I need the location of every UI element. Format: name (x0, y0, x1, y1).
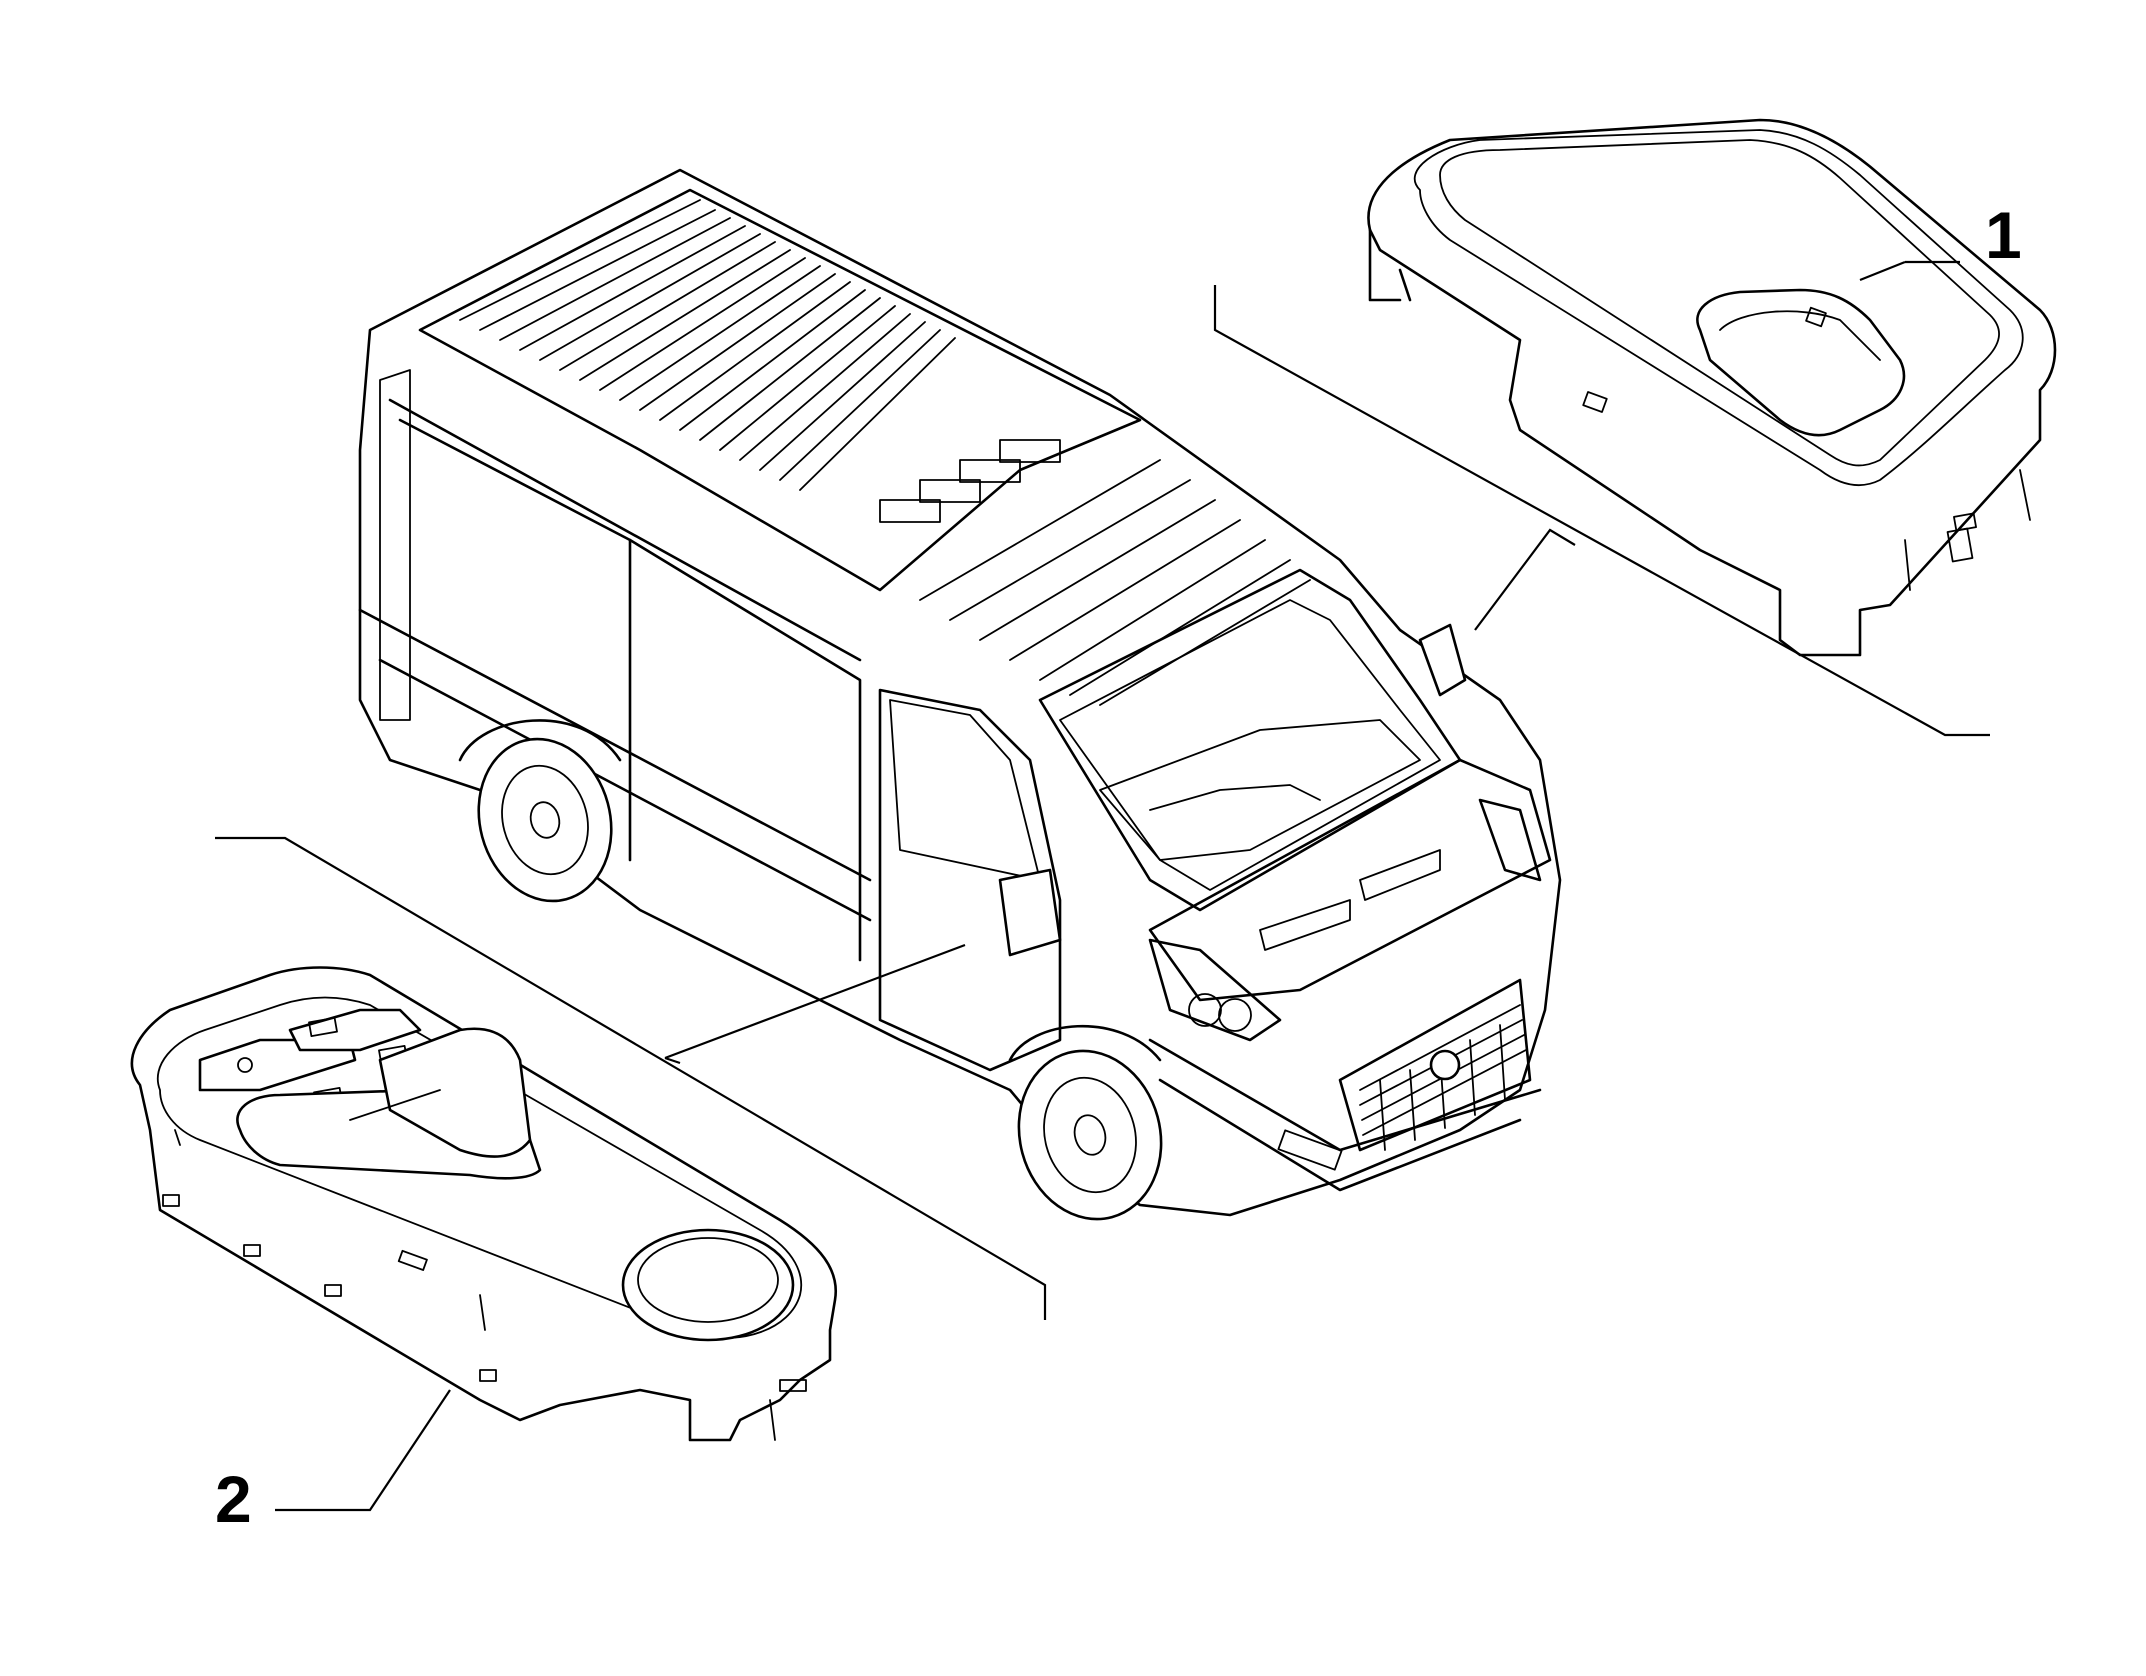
front-wheel (1008, 1024, 1163, 1221)
callout-1-label: 1 (1985, 198, 2022, 272)
leader-lines (215, 260, 1990, 1512)
van-illustration (358, 168, 1562, 1221)
part-2-window-switch-panel (130, 966, 838, 1442)
part-1-window-switch (1367, 118, 2057, 657)
callout-2-label: 2 (215, 1462, 252, 1536)
rear-wheel (458, 719, 622, 903)
